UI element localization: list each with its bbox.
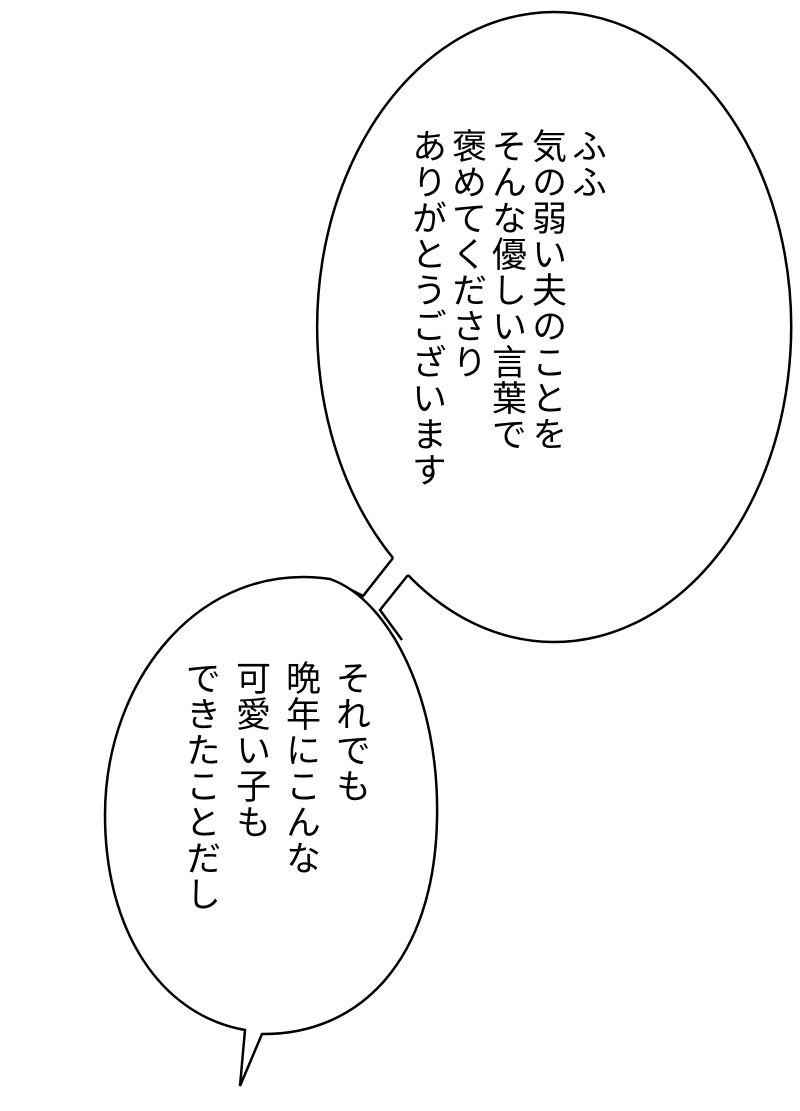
speech-text-top: ふふ 気の弱い夫のことを そんな優しい言葉で 褒めてくださり ありがとうございま… [406, 128, 606, 488]
text-line: ふふ [566, 128, 606, 200]
speech-bubble-top [315, 10, 793, 644]
text-line: ありがとうございます [406, 128, 446, 488]
bubble-connector-right [378, 574, 409, 641]
text-line: 褒めてくださり [446, 128, 486, 380]
speech-bubble-bottom [103, 575, 439, 1087]
text-line: 晩年にこんな [280, 660, 320, 876]
text-line: できたことだし [180, 660, 220, 912]
text-line: そんな優しい言葉で [486, 128, 526, 452]
text-line: 可愛い子も [230, 660, 270, 840]
text-line: それでも [330, 660, 370, 804]
speech-text-bottom: それでも 晩年にこんな 可愛い子も できたことだし [175, 660, 375, 912]
text-line: 気の弱い夫のことを [526, 128, 566, 452]
